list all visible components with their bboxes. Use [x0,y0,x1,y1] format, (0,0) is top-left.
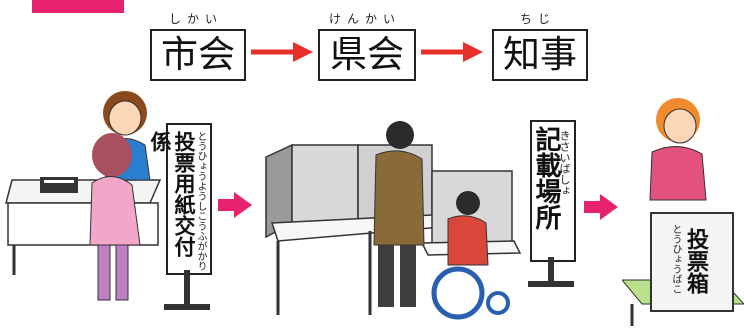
sign-stand [164,270,210,310]
arrow-right-icon [218,192,252,218]
ballot-box: 投票箱 とうひょうばこ [650,212,734,312]
flow-step-prefectural-assembly: 県会 [318,29,416,81]
ballot-box-label: 投票箱 [683,228,708,294]
sign-issue-desk-label: 投票用紙交付係 [148,131,196,257]
flow-step-governor: 知事 [492,29,588,81]
ruby-chiji: ちじ [519,12,556,26]
sign-writing-area-ruby: きさいばしょ [558,130,571,196]
issue-desk-illustration [5,91,162,301]
ruby-kenkai: けんかい [328,12,401,26]
sign-writing-area: 記載場所 きさいばしょ [530,120,576,262]
sign-writing-area-label: 記載場所 [531,126,561,230]
arrow-right-icon [584,194,618,220]
voting-booth-illustration [265,121,522,320]
sign-issue-desk-ruby: とうひょうようしこうふがかり [195,131,206,271]
arrow-right-icon [251,42,313,62]
section-badge [32,0,124,13]
ballot-box-ruby: とうひょうばこ [670,224,681,294]
sign-stand [528,257,574,287]
sign-issue-desk: 投票用紙交付係 とうひょうようしこうふがかり [148,123,212,275]
flow-step-city-council: 市会 [150,29,246,81]
ruby-shikai: しかい [168,12,223,26]
arrow-right-icon [421,42,483,62]
